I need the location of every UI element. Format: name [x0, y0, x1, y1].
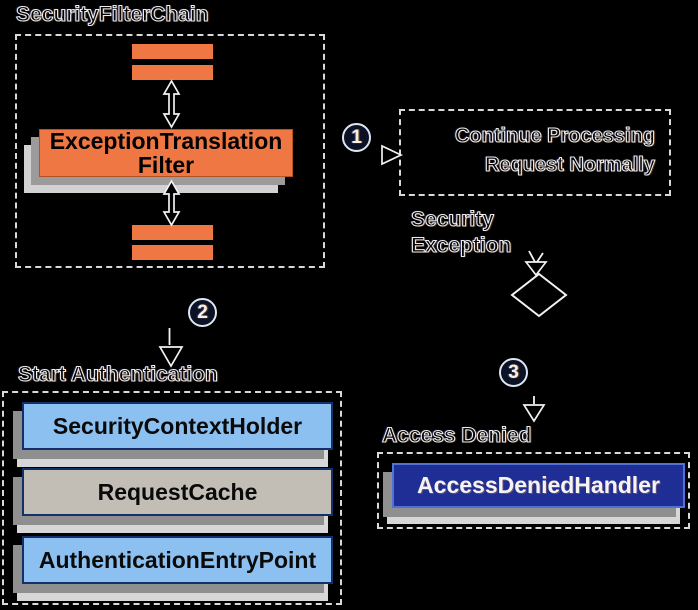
filter-bar	[132, 65, 213, 80]
authentication-entry-point-box: AuthenticationEntryPoint	[22, 536, 333, 584]
security-exception-line1: Security	[410, 207, 494, 231]
access-denied-handler-box: AccessDeniedHandler	[392, 463, 685, 508]
step3-arrowhead-icon	[522, 404, 546, 423]
access-denied-label: Access Denied	[381, 423, 532, 447]
start-authentication-box	[2, 391, 342, 605]
start-authentication-label: Start Authentication	[17, 362, 218, 386]
filter-bar	[132, 225, 213, 240]
exception-connector-line	[536, 252, 544, 263]
step-2-number: 2	[197, 301, 208, 323]
security-filter-chain-box	[15, 34, 325, 268]
security-filter-chain-label: SecurityFilterChain	[15, 2, 209, 26]
step-1-number: 1	[351, 126, 362, 148]
continue-processing-box: Continue Processing Request Normally	[399, 109, 671, 196]
exception-connector-line	[528, 250, 536, 263]
continue-processing-line2: Request Normally	[484, 153, 655, 176]
access-denied-box	[377, 452, 690, 529]
security-exception-line2: Exception	[410, 233, 512, 257]
etf-label-line2: Filter	[137, 152, 195, 178]
security-context-holder-box: SecurityContextHolder	[22, 402, 333, 450]
authentication-entry-point-label: AuthenticationEntryPoint	[38, 546, 317, 573]
decision-diamond	[510, 272, 568, 318]
security-exception-label: Security Exception	[410, 207, 512, 259]
step-1-badge: 1	[342, 123, 371, 152]
security-context-holder-label: SecurityContextHolder	[52, 412, 303, 439]
step-2-badge: 2	[188, 298, 217, 327]
step-3-badge: 3	[499, 358, 528, 387]
request-cache-label: RequestCache	[97, 478, 258, 505]
request-cache-box: RequestCache	[22, 468, 333, 516]
filter-bar	[132, 245, 213, 260]
step-3-number: 3	[508, 361, 519, 383]
continue-processing-line1: Continue Processing	[454, 124, 655, 147]
access-denied-handler-label: AccessDeniedHandler	[417, 472, 660, 498]
exception-arrowhead-icon	[524, 261, 548, 277]
etf-label-line1: ExceptionTranslation	[49, 128, 283, 154]
exception-translation-filter-box: ExceptionTranslation Filter	[39, 129, 293, 177]
filter-bar	[132, 44, 213, 59]
